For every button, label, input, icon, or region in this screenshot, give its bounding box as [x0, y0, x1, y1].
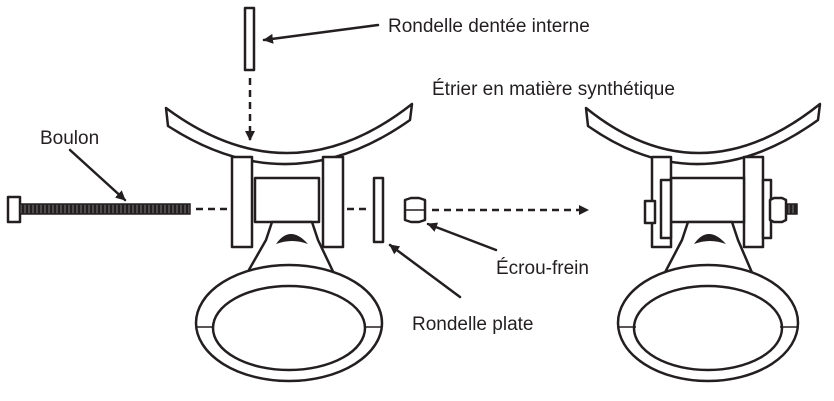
leader-arrow-lock-nut: [426, 222, 498, 252]
bolt-head: [6, 195, 22, 224]
label-lock-nut: Écrou-frein: [496, 258, 589, 279]
bolt-shank: [19, 203, 191, 215]
internal-tooth-washer-part: [243, 6, 256, 72]
label-bolt: Boulon: [40, 128, 99, 149]
leader-arrow-bolt: [68, 148, 127, 202]
flat-washer-part: [372, 176, 385, 244]
label-flat-washer: Rondelle plate: [412, 314, 533, 335]
label-synthetic-bracket: Étrier en matière synthétique: [432, 79, 675, 100]
leader-arrow-flat-washer: [388, 243, 462, 299]
leader-arrow-internal-tooth-washer: [262, 23, 380, 44]
label-internal-tooth-washer: Rondelle dentée interne: [388, 16, 590, 37]
left-bracket-assembly: [6, 102, 589, 383]
right-bracket-assembly: [584, 102, 822, 383]
